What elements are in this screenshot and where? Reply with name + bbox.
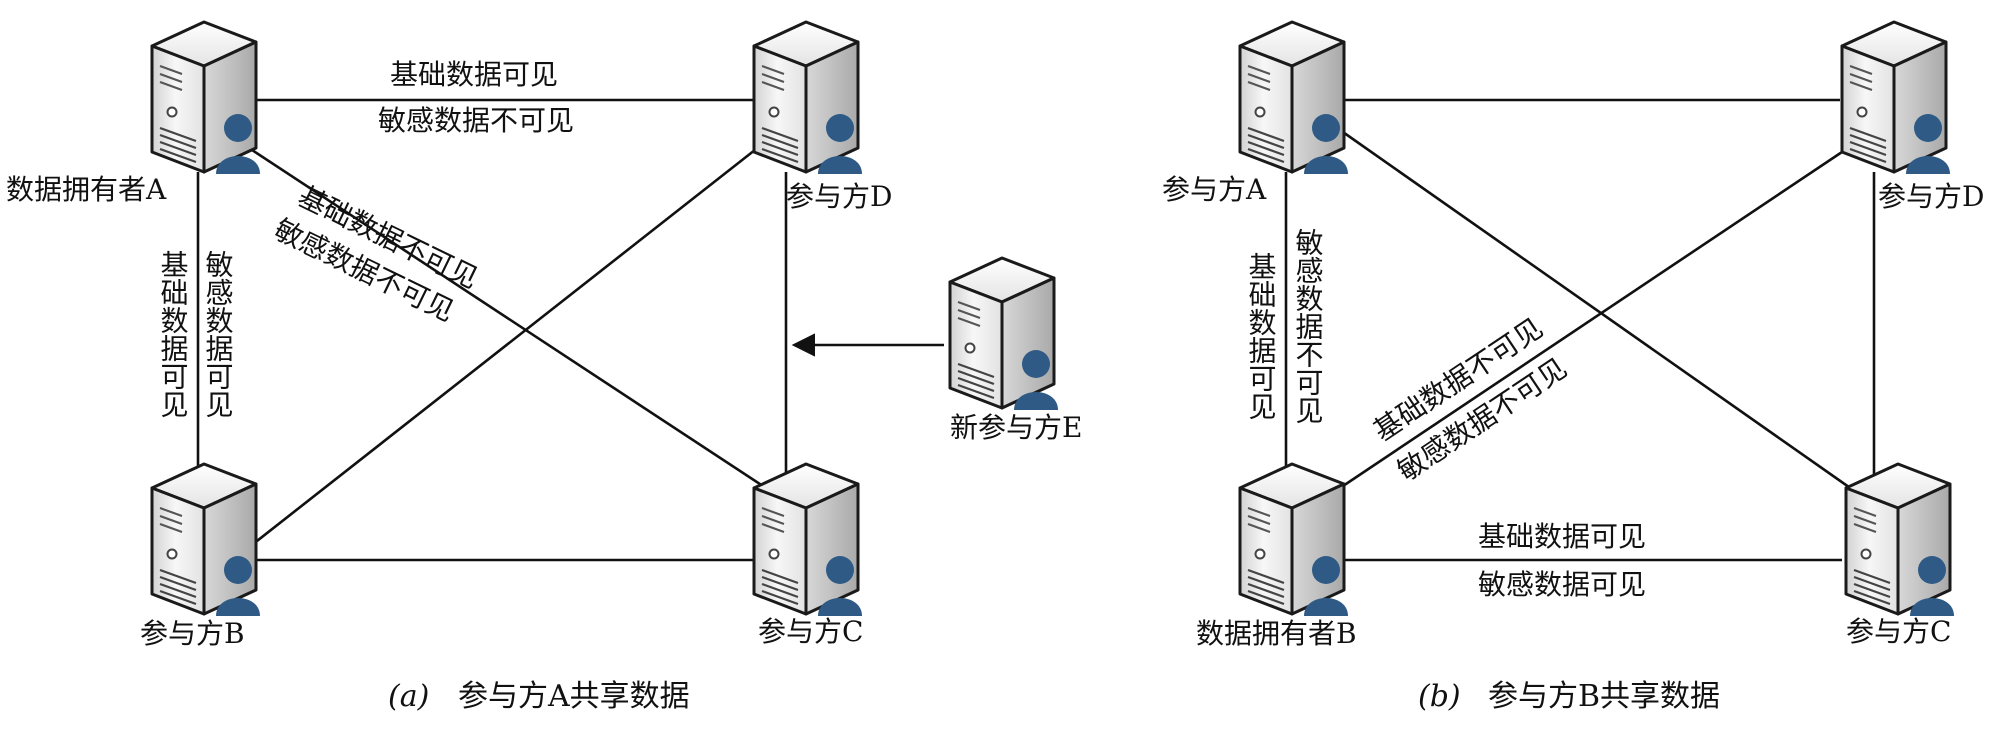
edge-ab-right-label: 敏感数据不可见	[1292, 228, 1325, 424]
edge-bc-label-2: 敏感数据可见	[1478, 568, 1646, 601]
caption-a: 参与方A共享数据	[458, 679, 690, 714]
node-label-b: 数据拥有者B	[1196, 617, 1357, 650]
caption-b-prefix: (b)	[1418, 679, 1461, 714]
caption-a-prefix: (a)	[388, 679, 429, 714]
server-icon	[752, 462, 864, 618]
edge-ad-label-2: 敏感数据不可见	[378, 104, 574, 137]
node-label-a: 数据拥有者A	[6, 173, 167, 206]
edge-ab-right-label: 敏感数据可见	[202, 250, 235, 418]
node-label-c: 参与方C	[1846, 615, 1951, 648]
node-label-d: 参与方D	[1878, 180, 1984, 213]
node-label-e: 新参与方E	[950, 411, 1082, 444]
edge-bc-label-1: 基础数据可见	[1478, 520, 1646, 553]
edge-b-d	[1339, 146, 1849, 490]
caption-b: 参与方B共享数据	[1488, 679, 1720, 714]
panel-b: 参与方A 参与方D 数据拥有者B 参与方C 基础数据可见 敏感数据不可见 基础数…	[1162, 20, 1984, 714]
server-icon	[150, 462, 262, 618]
server-icon	[752, 20, 864, 176]
server-icon	[1840, 20, 1952, 176]
edge-a-c	[251, 148, 773, 494]
server-icon	[1238, 462, 1350, 618]
node-label-c: 参与方C	[758, 615, 863, 648]
server-icon	[150, 20, 262, 176]
edge-a-c	[1339, 128, 1857, 494]
node-label-b: 参与方B	[140, 617, 245, 650]
edge-ab-left-label: 基础数据可见	[1245, 252, 1278, 420]
server-icon	[1238, 20, 1350, 176]
edge-b-d	[247, 144, 761, 550]
panel-a: 数据拥有者A 参与方D 参与方B 参与方C 新参与方E 基础数据可见 敏感数据不…	[6, 20, 1082, 714]
node-label-a: 参与方A	[1162, 173, 1267, 206]
edge-ad-label-1: 基础数据可见	[390, 58, 558, 91]
edge-ab-left-label: 基础数据可见	[157, 250, 190, 418]
node-label-d: 参与方D	[786, 180, 892, 213]
server-icon	[948, 256, 1060, 412]
server-icon	[1844, 462, 1956, 618]
